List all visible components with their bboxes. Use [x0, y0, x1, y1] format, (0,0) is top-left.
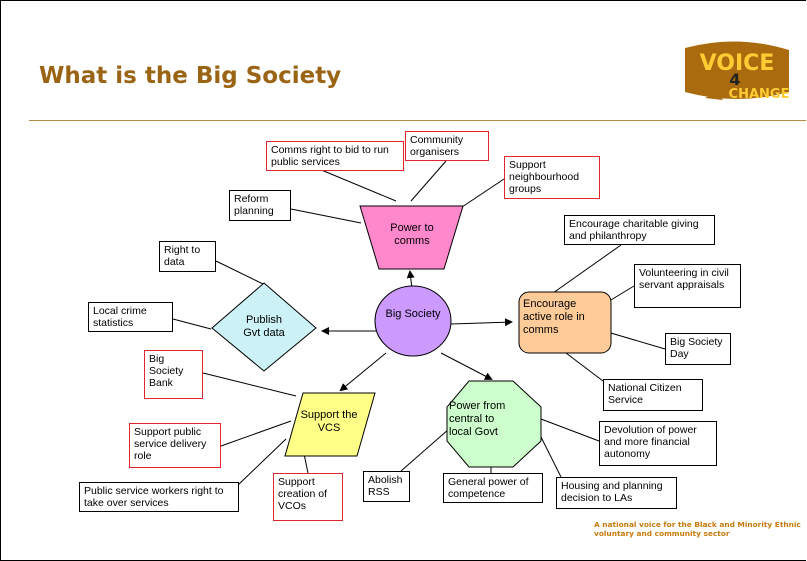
logo-word-4: 4	[729, 70, 740, 89]
arrow-to-encourage	[450, 318, 513, 327]
box-right-to-data: Right to data	[159, 241, 216, 272]
box-big-society-day: Big Society Day	[665, 333, 731, 365]
box-charitable-giving: Encourage charitable giving and philanth…	[564, 215, 715, 245]
big-society-label: Big Society	[385, 308, 441, 320]
arrow-to-power-central	[440, 352, 493, 380]
box-workers-right: Public service workers right to take ove…	[79, 482, 239, 512]
box-volunteering-appraisals: Volunteering in civil servant appraisals	[634, 264, 741, 308]
power-central-shape	[446, 380, 542, 468]
footer-line-1: A national voice for the Black and Minor…	[594, 520, 801, 529]
box-support-delivery-role: Support public service delivery role	[129, 423, 221, 468]
box-local-crime-statistics: Local crime statistics	[88, 302, 173, 332]
footer-line-2: voluntary and community sector	[594, 529, 730, 538]
title-divider	[29, 120, 806, 121]
encourage-label: Encourage active role in comms	[523, 298, 585, 336]
box-housing-planning: Housing and planning decision to LAs	[556, 477, 677, 509]
voice4change-logo: VOICE 4 CHANGE	[685, 41, 790, 102]
power-to-comms-label: Power to comms	[390, 222, 434, 247]
power-to-comms-shape	[359, 205, 464, 270]
publish-data-shape	[211, 282, 317, 372]
box-creation-of-vcos: Support creation of VCOs	[273, 473, 343, 521]
box-national-citizen-service: National Citizen Service	[603, 379, 703, 411]
support-vcs-shape	[284, 392, 376, 457]
box-comms-right-to-bid: Comms right to bid to run public service…	[266, 141, 404, 171]
big-society-circle	[374, 285, 452, 357]
box-support-neighbourhood-groups: Support neighbourhood groups	[504, 156, 600, 199]
publish-data-label: Publish Gvt data	[243, 314, 285, 339]
footer-tagline: A national voice for the Black and Minor…	[594, 520, 801, 538]
encourage-shape	[518, 291, 612, 354]
box-devolution: Devolution of power and more financial a…	[599, 421, 717, 466]
box-general-power: General power of competence	[443, 473, 543, 503]
box-reform-planning: Reform planning	[229, 190, 291, 221]
logo-word-voice: VOICE	[700, 51, 775, 76]
page-title: What is the Big Society	[39, 63, 342, 89]
power-central-label: Power from central to local Govt	[449, 400, 506, 438]
arrow-to-support-vcs	[339, 352, 387, 392]
box-community-organisers: Community organisers	[405, 131, 489, 161]
box-big-society-bank: Big Society Bank	[144, 350, 203, 399]
box-abolish-rss: Abolish RSS	[363, 471, 410, 502]
logo-word-change: CHANGE	[729, 87, 790, 102]
support-vcs-label: Support the VCS	[300, 409, 358, 434]
